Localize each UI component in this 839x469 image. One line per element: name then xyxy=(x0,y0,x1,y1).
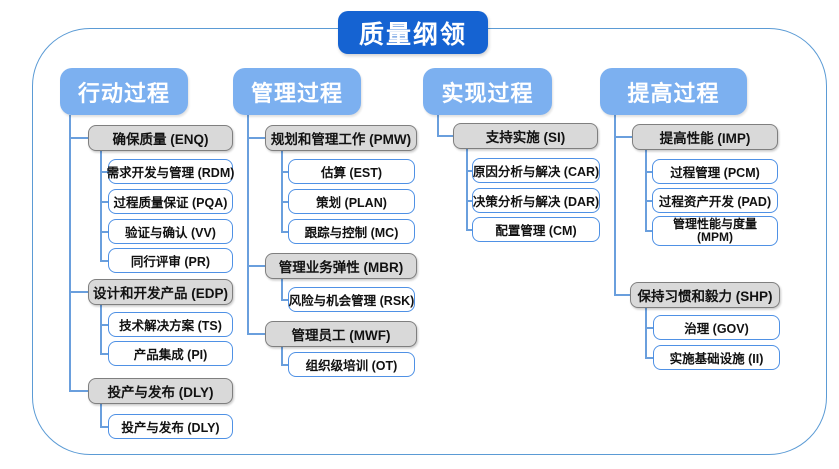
connector-line xyxy=(437,135,453,137)
connector-line xyxy=(100,324,108,326)
column-header-improvement: 提高过程 xyxy=(600,68,747,115)
node-dly-sub: 投产与发布 (DLY) xyxy=(108,414,233,439)
node-cm: 配置管理 (CM) xyxy=(472,217,600,242)
connector-line xyxy=(466,200,472,202)
connector-line xyxy=(281,151,283,233)
node-imp: 提高性能 (IMP) xyxy=(632,124,778,150)
node-rdm: 需求开发与管理 (RDM) xyxy=(107,159,234,184)
node-pqa: 过程质量保证 (PQA) xyxy=(108,189,233,214)
node-est: 估算 (EST) xyxy=(288,159,415,184)
column-header-action: 行动过程 xyxy=(60,68,188,115)
node-dly: 投产与发布 (DLY) xyxy=(88,378,233,404)
connector-line xyxy=(614,294,630,296)
connector-line xyxy=(69,291,88,293)
connector-line xyxy=(645,327,653,329)
node-rsk: 风险与机会管理 (RSK) xyxy=(288,287,415,312)
connector-line xyxy=(466,170,472,172)
connector-line xyxy=(100,201,108,203)
node-mpm: 管理性能与度量 (MPM) xyxy=(652,216,778,246)
node-vv: 验证与确认 (VV) xyxy=(108,219,233,244)
connector-line xyxy=(69,390,88,392)
connector-line xyxy=(645,150,647,232)
connector-line xyxy=(645,230,652,232)
node-edp: 设计和开发产品 (EDP) xyxy=(88,279,233,305)
connector-line xyxy=(281,347,283,366)
connector-line xyxy=(645,357,653,359)
node-dar: 决策分析与解决 (DAR) xyxy=(472,188,600,213)
node-pr: 同行评审 (PR) xyxy=(108,248,233,273)
node-si: 支持实施 (SI) xyxy=(453,123,598,149)
node-gov: 治理 (GOV) xyxy=(653,315,780,340)
connector-line xyxy=(100,305,102,355)
connector-line xyxy=(100,151,102,262)
connector-line xyxy=(614,115,616,296)
connector-line xyxy=(69,115,71,392)
node-pi: 产品集成 (PI) xyxy=(108,341,233,366)
connector-line xyxy=(437,115,439,137)
connector-line xyxy=(100,171,108,173)
connector-line xyxy=(281,279,283,301)
connector-line xyxy=(281,299,288,301)
connector-line xyxy=(247,333,265,335)
node-enq: 确保质量 (ENQ) xyxy=(88,125,233,151)
connector-line xyxy=(247,115,249,335)
connector-line xyxy=(100,404,102,428)
node-pmw: 规划和管理工作 (PMW) xyxy=(265,125,417,151)
connector-line xyxy=(281,201,288,203)
connector-line xyxy=(247,265,265,267)
connector-line xyxy=(281,171,288,173)
diagram-title: 质量纲领 xyxy=(338,11,488,54)
column-header-management: 管理过程 xyxy=(233,68,361,115)
connector-line xyxy=(100,231,108,233)
connector-line xyxy=(100,260,108,262)
connector-line xyxy=(645,171,652,173)
connector-line xyxy=(466,149,468,231)
node-car: 原因分析与解决 (CAR) xyxy=(472,158,600,183)
node-pad: 过程资产开发 (PAD) xyxy=(652,188,778,213)
node-shp: 保持习惯和毅力 (SHP) xyxy=(630,282,780,308)
node-ii: 实施基础设施 (II) xyxy=(653,345,780,370)
node-pcm: 过程管理 (PCM) xyxy=(652,159,778,184)
node-ot: 组织级培训 (OT) xyxy=(288,352,415,377)
connector-line xyxy=(281,364,288,366)
connector-line xyxy=(614,136,632,138)
node-mc: 跟踪与控制 (MC) xyxy=(288,219,415,244)
node-plan: 策划 (PLAN) xyxy=(288,189,415,214)
connector-line xyxy=(69,137,88,139)
node-ts: 技术解决方案 (TS) xyxy=(108,312,233,337)
connector-line xyxy=(281,231,288,233)
connector-line xyxy=(645,308,647,359)
connector-line xyxy=(645,200,652,202)
node-mbr: 管理业务弹性 (MBR) xyxy=(265,253,417,279)
connector-line xyxy=(100,426,108,428)
connector-line xyxy=(100,353,108,355)
connector-line xyxy=(247,137,265,139)
node-mwf: 管理员工 (MWF) xyxy=(265,321,417,347)
column-header-implementation: 实现过程 xyxy=(423,68,552,115)
connector-line xyxy=(466,229,472,231)
